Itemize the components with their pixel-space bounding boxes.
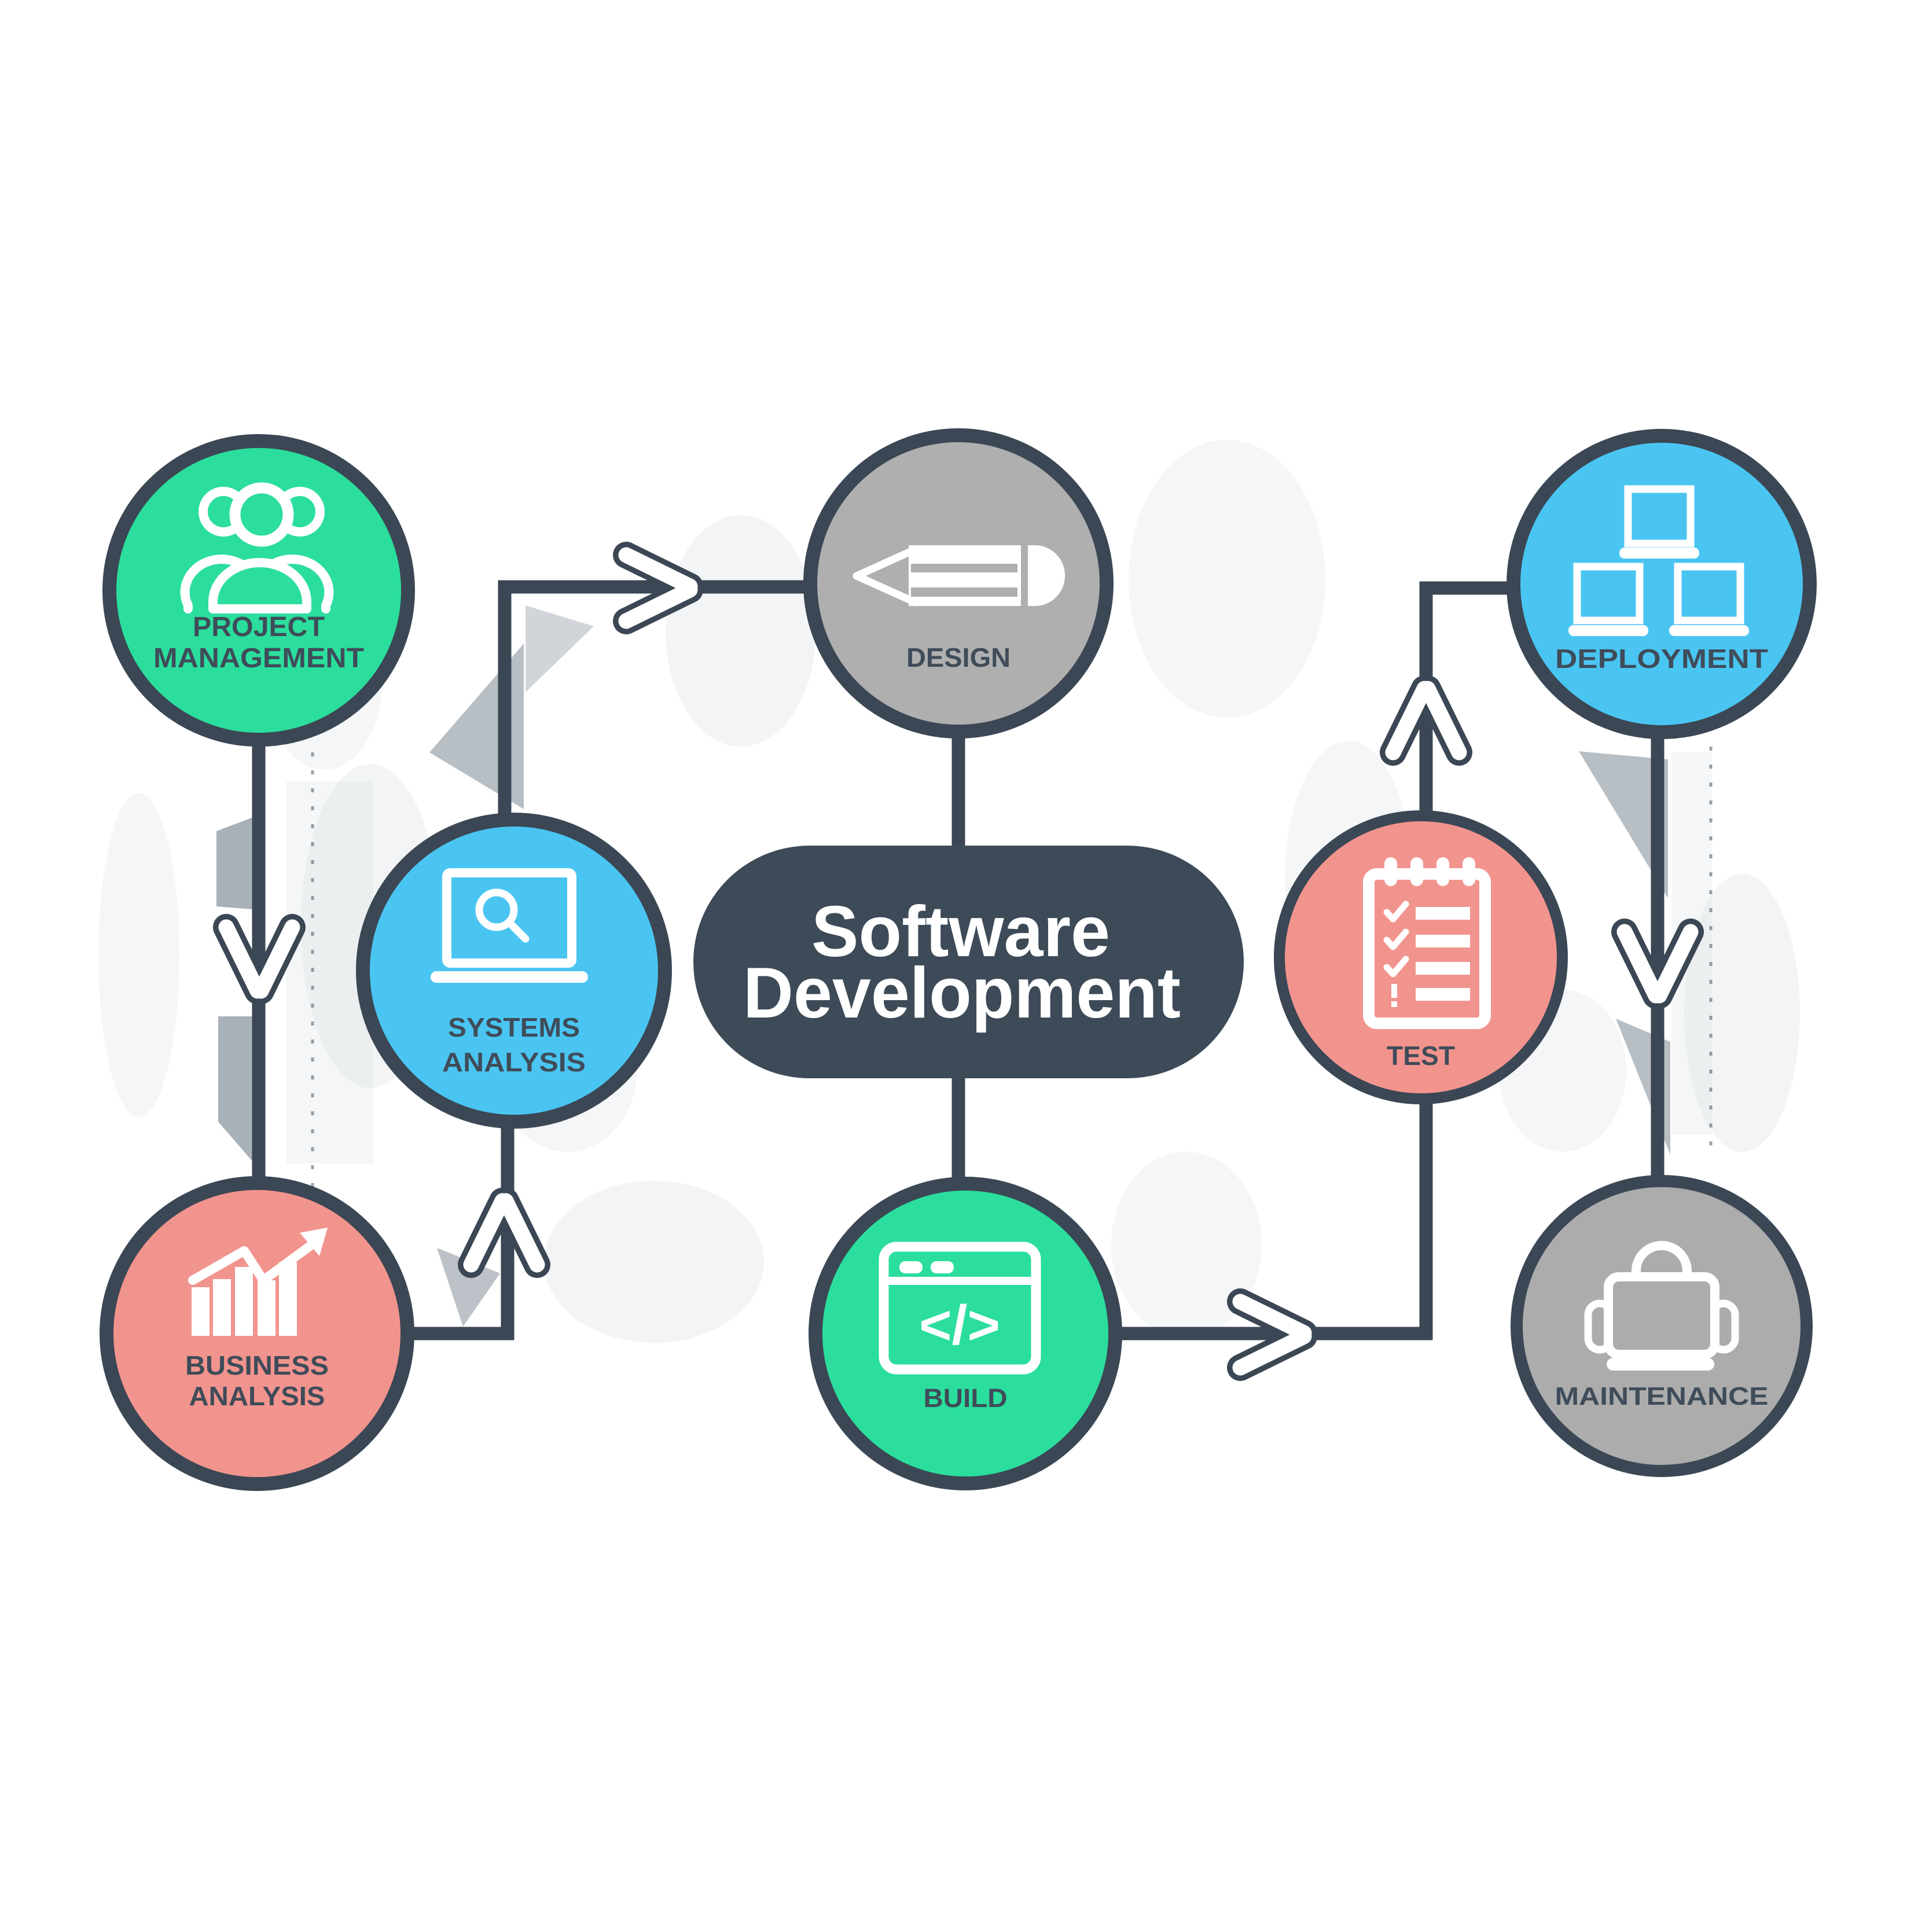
- svg-text:TEST: TEST: [1387, 1041, 1455, 1071]
- svg-text:PROJECT: PROJECT: [193, 612, 325, 642]
- svg-text:DESIGN: DESIGN: [906, 642, 1011, 673]
- svg-text:MANAGEMENT: MANAGEMENT: [153, 643, 364, 674]
- svg-text:</>: </>: [919, 1294, 1000, 1356]
- svg-text:Development: Development: [743, 953, 1181, 1033]
- svg-text:MAINTENANCE: MAINTENANCE: [1555, 1382, 1769, 1411]
- svg-text:BUILD: BUILD: [924, 1383, 1008, 1413]
- svg-text:ANALYSIS: ANALYSIS: [189, 1381, 325, 1411]
- svg-text:Software: Software: [811, 892, 1110, 972]
- svg-text:ANALYSIS: ANALYSIS: [442, 1047, 586, 1077]
- svg-text:DEPLOYMENT: DEPLOYMENT: [1555, 644, 1768, 674]
- svg-text:SYSTEMS: SYSTEMS: [448, 1012, 580, 1042]
- svg-text:BUSINESS: BUSINESS: [185, 1350, 329, 1380]
